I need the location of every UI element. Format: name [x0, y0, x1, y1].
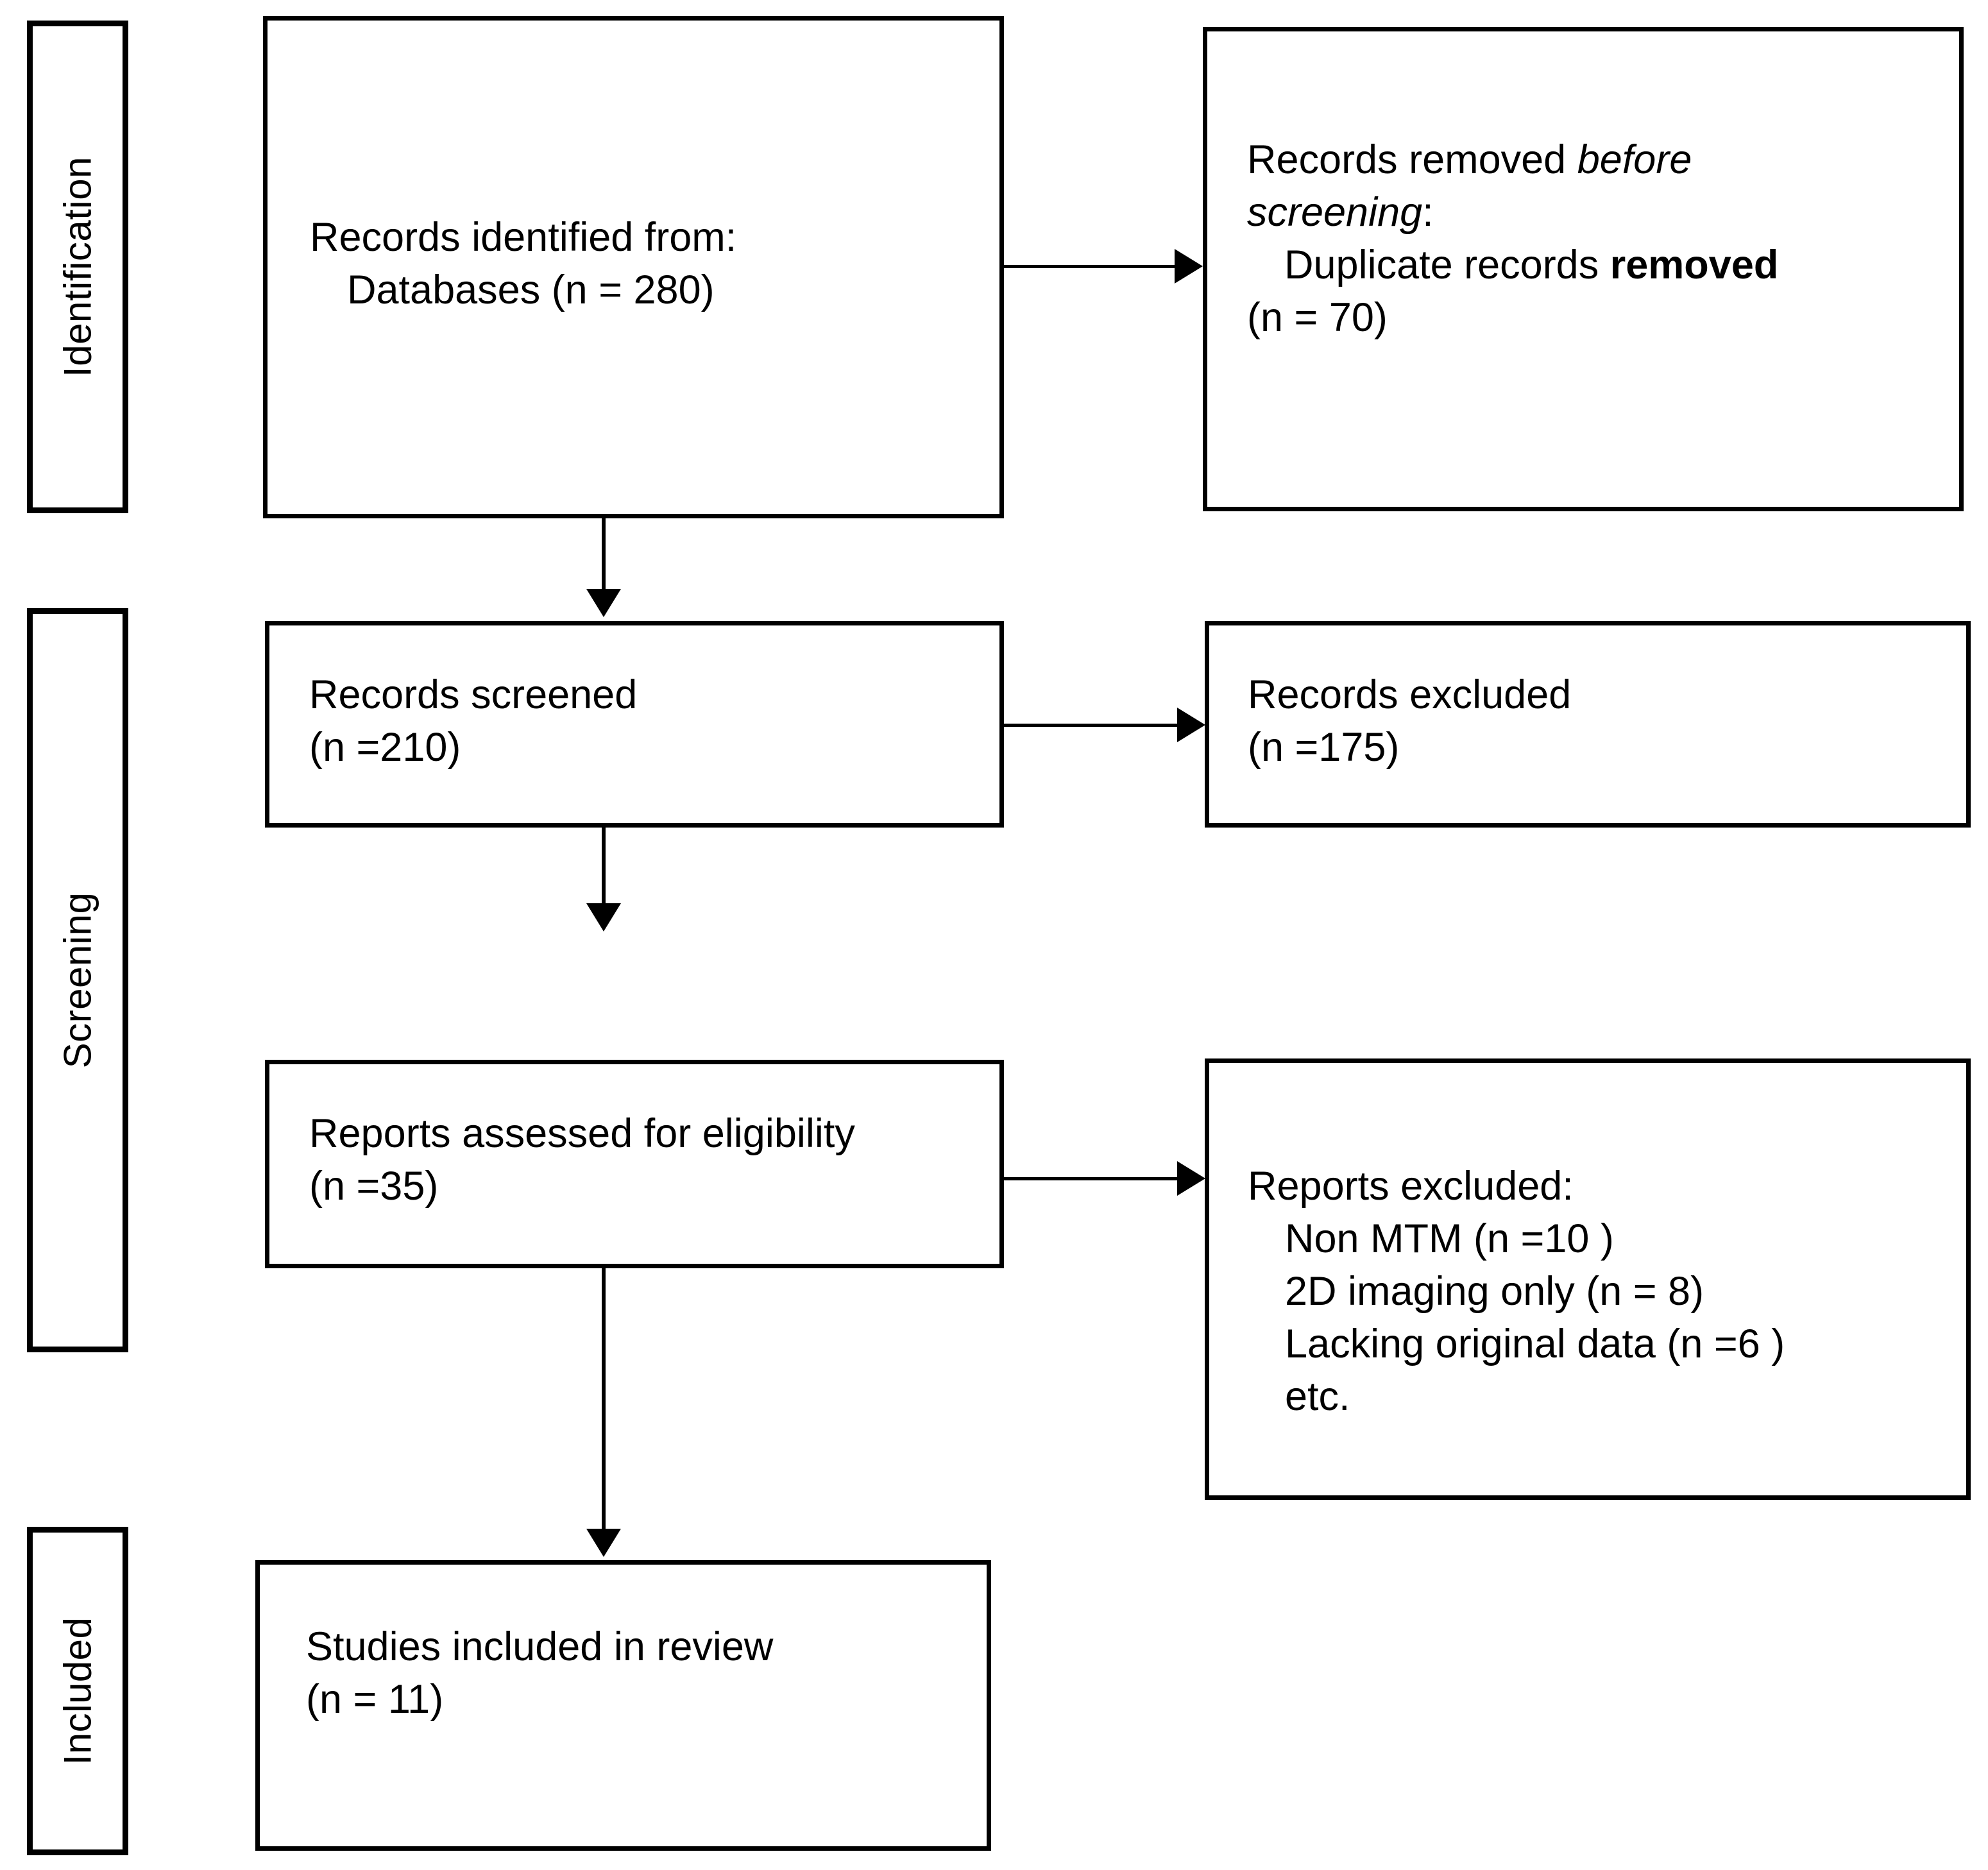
phase-label-screening: Screening — [56, 892, 99, 1069]
connector-screened-to-excluded — [1004, 724, 1177, 727]
records-identified-line2: Databases (n = 280) — [347, 267, 715, 312]
box-studies-included-text: Studies included in review (n = 11) — [306, 1621, 974, 1726]
box-records-excluded: Records excluded (n =175) — [1205, 621, 1971, 828]
phase-label-identification: Identification — [56, 157, 99, 377]
phase-box-screening: Screening — [27, 608, 128, 1352]
reports-excluded-line3: 2D imaging only (n = 8) — [1285, 1268, 1704, 1314]
connector-screened-to-assessed — [602, 828, 606, 905]
reports-excluded-line4: Lacking original data (n =6 ) — [1285, 1321, 1785, 1366]
phase-box-identification: Identification — [27, 21, 128, 513]
arrowhead-assessed-to-included — [586, 1529, 621, 1557]
box-reports-assessed-text: Reports assessed for eligibility (n =35) — [309, 1108, 987, 1213]
phase-label-included: Included — [56, 1617, 99, 1765]
records-removed-line2a: screening — [1247, 189, 1423, 235]
arrowhead-screened-to-assessed — [586, 903, 621, 931]
connector-assessed-to-reports-excluded — [1004, 1177, 1177, 1180]
records-removed-line4: (n = 70) — [1247, 294, 1388, 340]
records-screened-line1: Records screened — [309, 672, 638, 717]
box-records-excluded-text: Records excluded (n =175) — [1248, 669, 1947, 774]
connector-assessed-to-included — [602, 1268, 606, 1530]
reports-assessed-line1: Reports assessed for eligibility — [309, 1111, 855, 1156]
box-records-identified: Records identified from: Databases (n = 2… — [263, 16, 1004, 518]
reports-excluded-line5: etc. — [1285, 1373, 1350, 1419]
records-excluded-line1: Records excluded — [1248, 672, 1572, 717]
records-screened-line2: (n =210) — [309, 724, 461, 770]
reports-assessed-line2: (n =35) — [309, 1163, 439, 1209]
arrowhead-screened-to-excluded — [1177, 708, 1205, 742]
phase-box-included: Included — [27, 1527, 128, 1855]
records-removed-line3a: Duplicate records — [1284, 242, 1610, 287]
reports-excluded-line1: Reports excluded: — [1248, 1164, 1574, 1209]
records-identified-line1: Records identified from: — [310, 215, 737, 260]
arrowhead-identified-to-screened — [586, 589, 621, 617]
records-removed-line3b: removed — [1610, 242, 1779, 287]
records-excluded-line2: (n =175) — [1248, 724, 1400, 770]
reports-excluded-line2: Non MTM (n =10 ) — [1285, 1216, 1614, 1261]
box-reports-excluded: Reports excluded: Non MTM (n =10 ) 2D imag… — [1205, 1058, 1971, 1500]
arrowhead-assessed-to-reports-excluded — [1177, 1161, 1205, 1196]
box-reports-excluded-text: Reports excluded: Non MTM (n =10 ) 2D imag… — [1248, 1160, 1953, 1423]
records-removed-line1a: Records removed — [1247, 137, 1577, 182]
records-removed-line1b: before — [1577, 137, 1692, 182]
studies-included-line2: (n = 11) — [306, 1676, 444, 1722]
connector-identified-to-removed — [1004, 265, 1175, 268]
box-reports-assessed: Reports assessed for eligibility (n =35) — [265, 1060, 1004, 1268]
records-removed-line2b: : — [1422, 189, 1434, 235]
studies-included-line1: Studies included in review — [306, 1624, 774, 1669]
box-studies-included: Studies included in review (n = 11) — [255, 1560, 991, 1851]
box-records-removed: Records removed before screening: Duplicat… — [1203, 27, 1964, 511]
arrowhead-identified-to-removed — [1175, 249, 1203, 284]
box-records-removed-text: Records removed before screening: Duplicat… — [1247, 134, 1940, 344]
box-records-identified-text: Records identified from: Databases (n = 2… — [310, 212, 974, 317]
box-records-screened-text: Records screened (n =210) — [309, 669, 980, 774]
connector-identified-to-screened — [602, 518, 606, 590]
box-records-screened: Records screened (n =210) — [265, 621, 1004, 828]
